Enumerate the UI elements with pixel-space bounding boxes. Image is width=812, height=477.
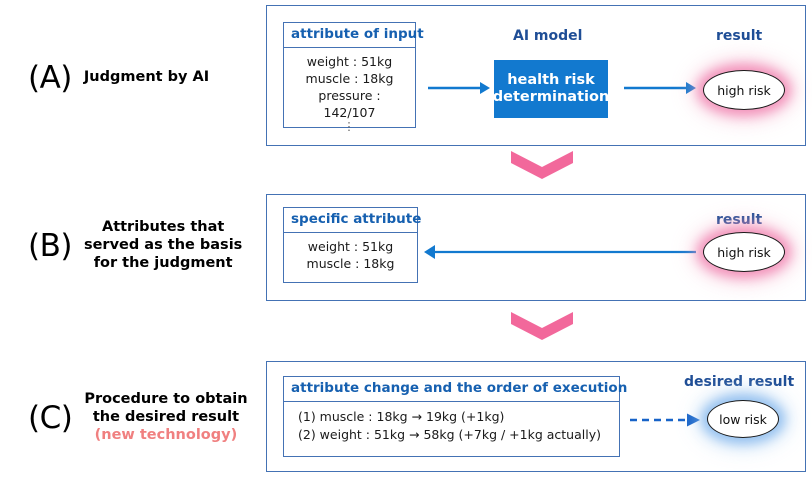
attribute-table-change-order-header: attribute change and the order of execut… [284,377,627,402]
caption-ai-model: AI model [513,28,583,44]
attr-line: weight : 51kg [307,238,394,254]
arrow-dashed-to-desired-result [630,413,700,427]
attribute-table-input: attribute of input weight : 51kg muscle … [283,22,424,132]
row-caption-c-subtitle: (new technology) [94,426,238,443]
attribute-table-change-order: attribute change and the order of execut… [283,376,627,457]
ai-model-box: health risk determination [493,60,609,118]
arrow-model-to-result [624,82,696,94]
attr-line: muscle : 18kg [305,70,394,86]
row-label-a: (A) Judgment by AI [28,58,260,98]
row-letter-c: (C) [28,399,73,436]
attribute-table-change-order-body: (1) muscle : 18kg → 19kg (+1kg) (2) weig… [284,402,619,450]
attr-line: weight : 51kg [306,53,393,69]
arrow-input-to-model [428,82,490,94]
result-pill-low-risk: low risk [707,400,779,438]
result-pill-high-risk-a: high risk [703,70,785,110]
attr-line: (2) weight : 51kg → 58kg (+7kg / +1kg ac… [298,427,601,442]
row-letter-a: (A) [28,59,72,96]
attribute-table-specific-body: weight : 51kg muscle : 18kg [284,233,417,279]
row-label-b: (B) Attributes that served as the basis … [28,214,260,278]
caption-result-b: result [716,212,763,228]
row-caption-c-line1: Procedure to obtain [84,391,248,408]
attr-line: pressure : 142/107 [318,87,381,120]
attribute-table-specific: specific attribute weight : 51kg muscle … [283,207,421,283]
attr-continuation-dots: ⋮ [343,120,356,134]
row-caption-b: Attributes that served as the basis for … [84,219,242,272]
row-caption-c-line2: the desired result [92,409,240,426]
attribute-table-input-body: weight : 51kg muscle : 18kg pressure : 1… [284,48,415,139]
row-caption-c: Procedure to obtain the desired result (… [84,391,247,444]
row-caption-a: Judgment by AI [83,69,210,86]
arrow-result-to-attributes [424,245,696,259]
attr-line: (1) muscle : 18kg → 19kg (+1kg) [298,408,505,424]
result-pill-high-risk-b: high risk [703,232,785,272]
row-caption-b-line3: for the judgment [93,254,233,271]
attribute-table-specific-header: specific attribute [284,208,421,233]
row-caption-b-line1: Attributes that [101,219,225,236]
caption-desired-result: desired result [684,374,795,390]
attribute-table-input-header: attribute of input [284,23,424,48]
attr-line: muscle : 18kg [306,255,395,271]
chevron-down-icon-a-to-b [511,151,573,179]
row-letter-b: (B) [28,227,72,264]
row-caption-b-line2: served as the basis [83,237,243,254]
caption-result-a: result [716,28,763,44]
chevron-down-icon-b-to-c [511,312,573,340]
row-label-c: (C) Procedure to obtain the desired resu… [28,381,260,455]
